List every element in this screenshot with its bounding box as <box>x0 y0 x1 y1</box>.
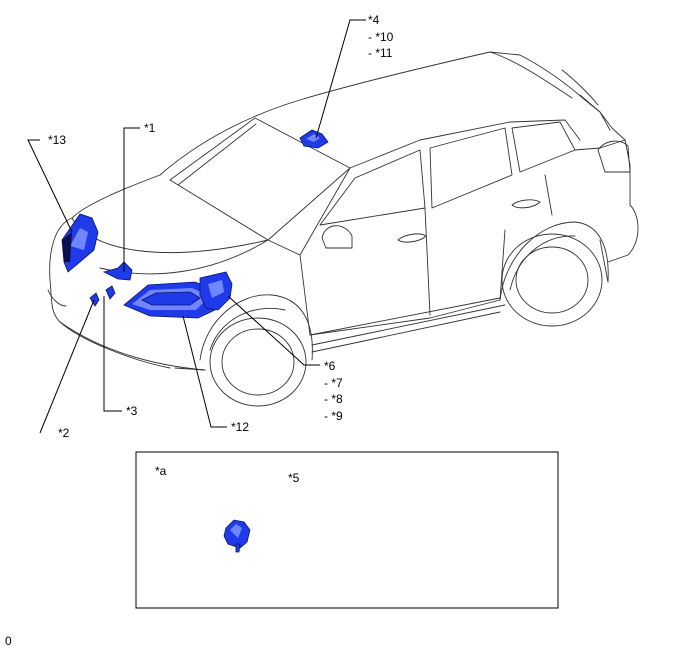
footer-code: 0 <box>5 634 12 648</box>
callout-4: *4 <box>368 13 380 27</box>
callout-1: *1 <box>144 121 156 135</box>
callout-4-sub-10: - *10 <box>368 30 394 44</box>
callout-6-sub-9: - *9 <box>324 409 343 423</box>
callout-3: *3 <box>126 404 138 418</box>
callout-6: *6 <box>324 359 336 373</box>
callout-6-sub-7: - *7 <box>324 376 343 390</box>
callout-4-sub-11: - *11 <box>368 46 393 60</box>
headlamp-right-component <box>199 271 233 311</box>
windshield-module-component <box>299 129 329 149</box>
callout-5: *5 <box>288 471 300 485</box>
hood-module-component <box>102 261 133 281</box>
sensor-component-2 <box>89 292 100 307</box>
leader-lines <box>27 19 366 525</box>
callout-2: *2 <box>58 426 70 440</box>
headlamp-left-component <box>61 213 99 273</box>
front-assembly-component <box>123 281 223 319</box>
inset-label: *a <box>155 464 167 478</box>
sensor-component-5 <box>223 519 251 553</box>
vehicle-outline <box>47 51 639 407</box>
inset-frame <box>135 451 559 609</box>
callout-13: *13 <box>48 133 66 147</box>
inset-panel: *a *5 <box>135 451 559 609</box>
callout-6-sub-8: - *8 <box>324 392 343 406</box>
callout-12: *12 <box>231 420 249 434</box>
sensor-component-3 <box>105 285 116 300</box>
